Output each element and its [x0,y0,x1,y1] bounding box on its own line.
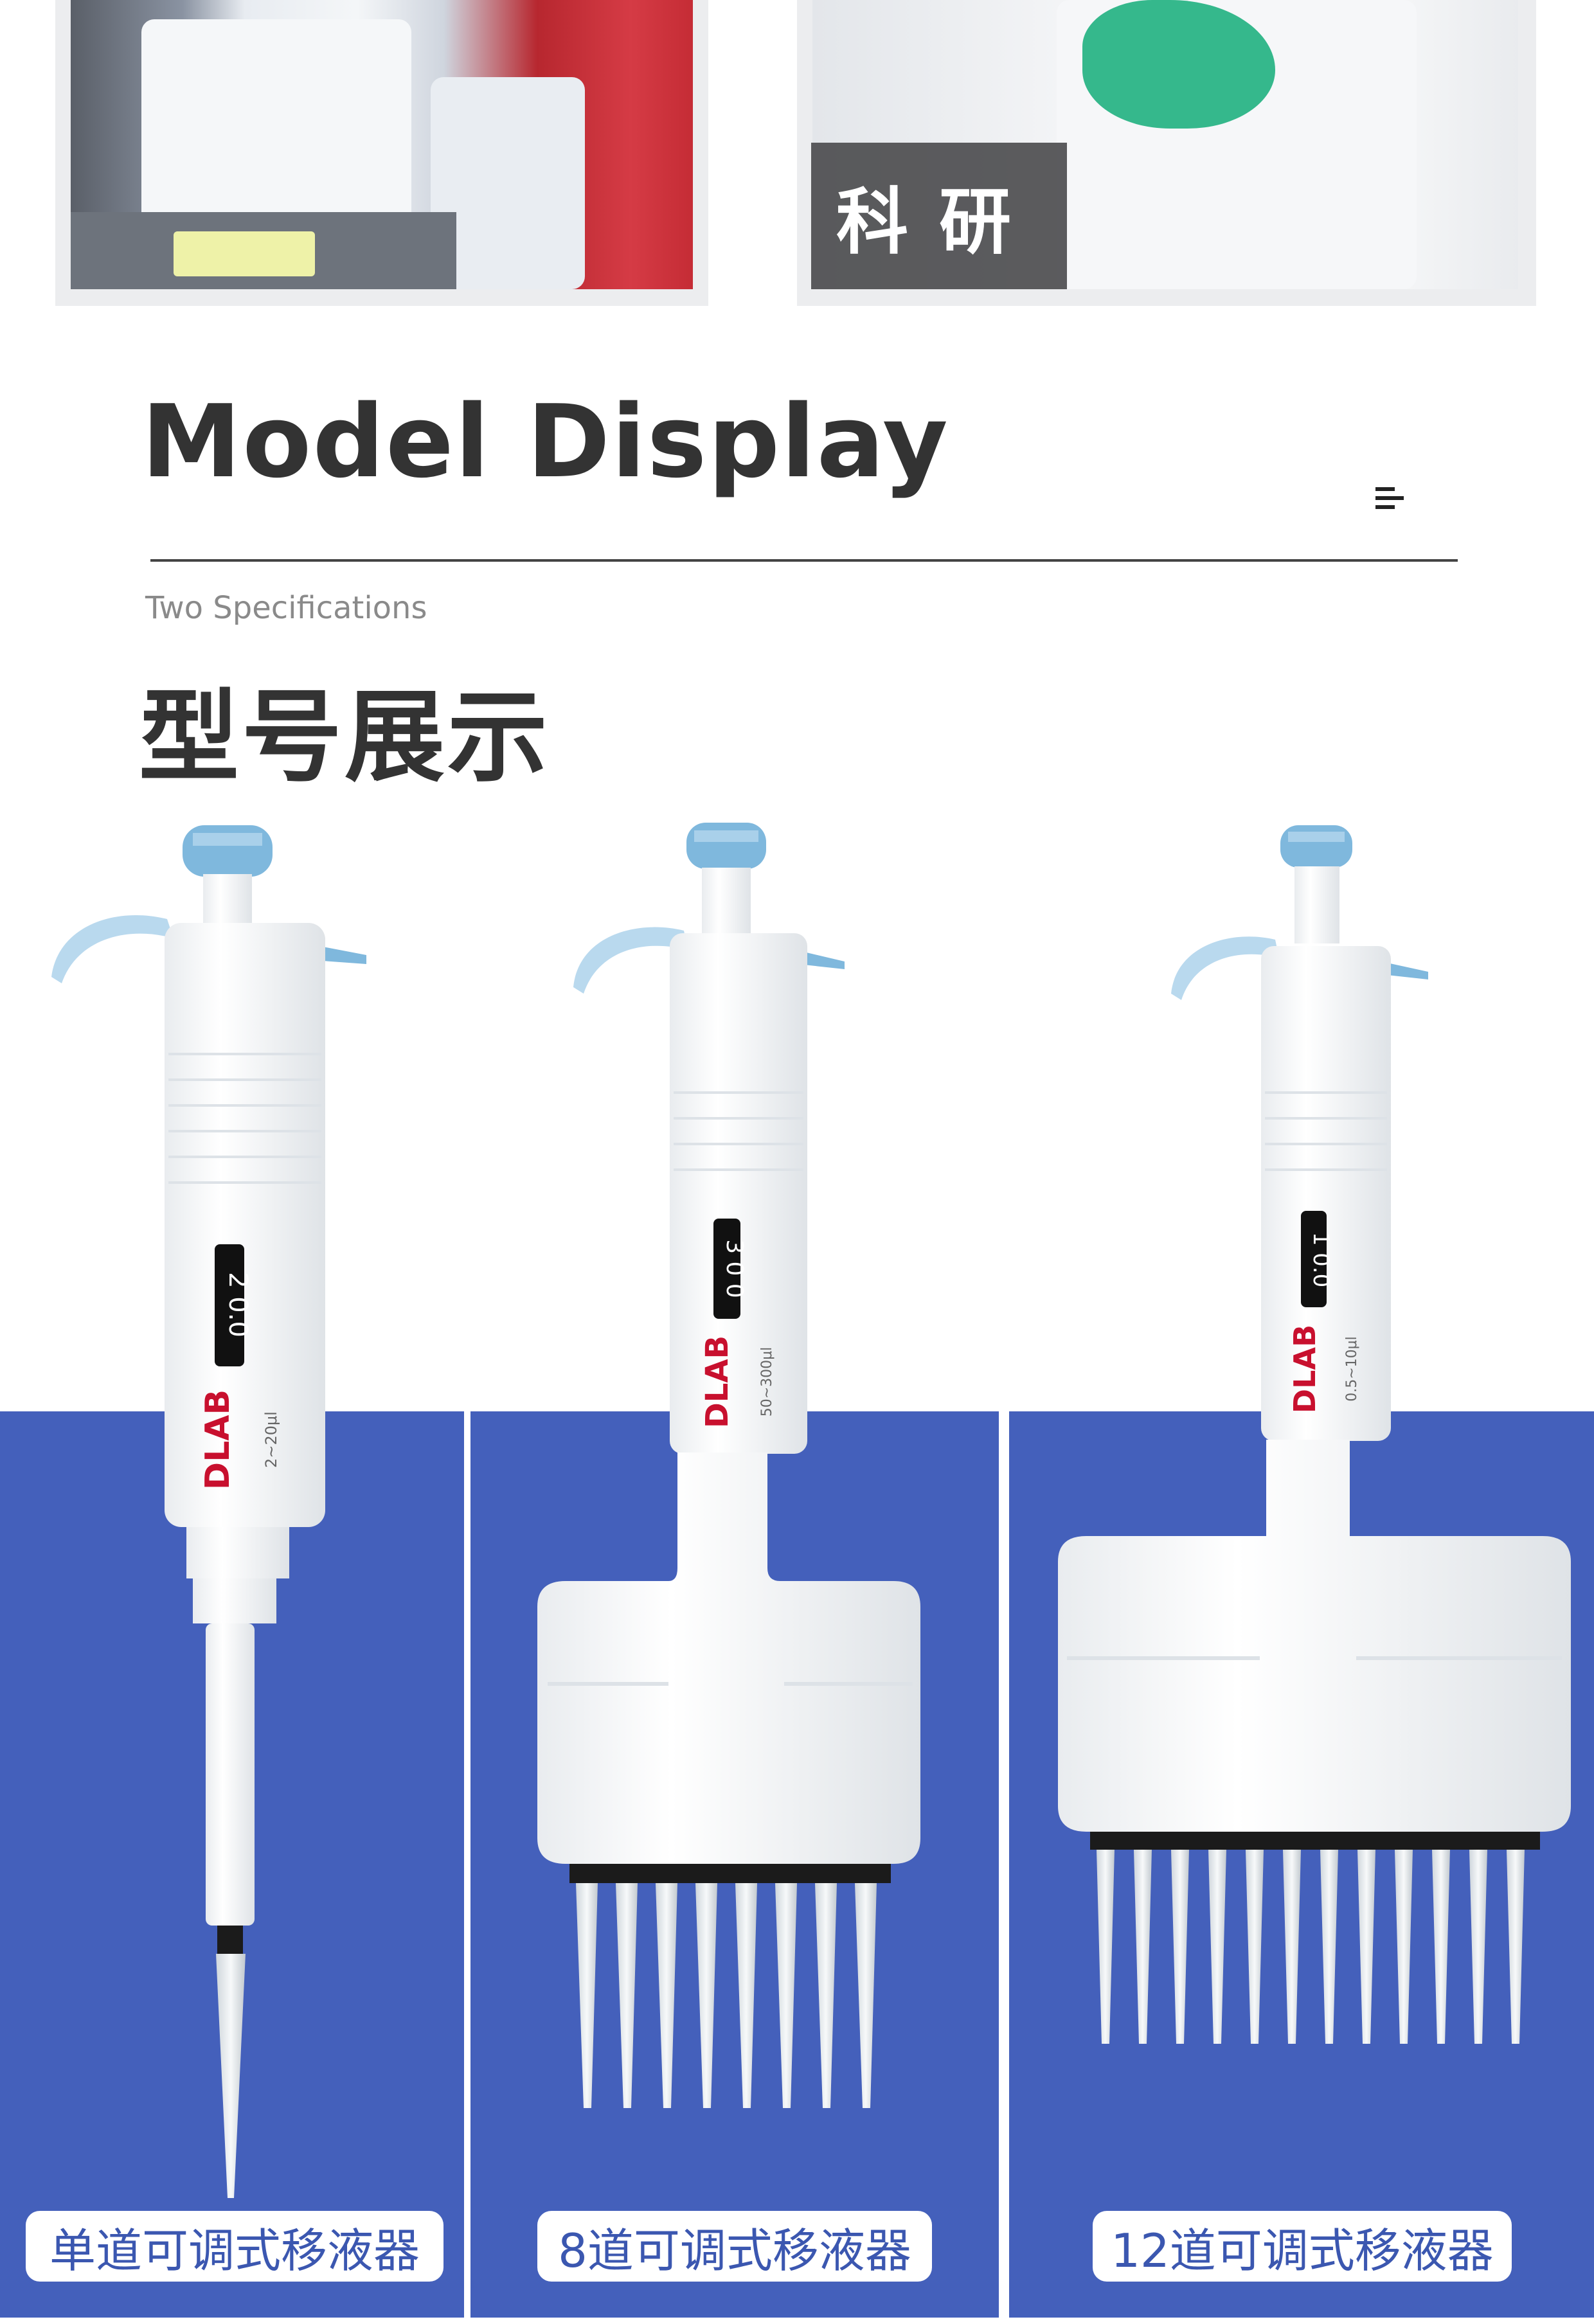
research-tag: 科研 [811,143,1067,289]
pipette-8ch-display: 3 0 0 [721,1239,748,1298]
menu-icon[interactable] [1375,487,1404,510]
pipette-8-channel: 3 0 0 DLAB 50~300μl [537,823,920,2108]
research-tag-label: 科研 [836,181,1042,264]
pipette-single-display: 2 0.0 [223,1272,253,1337]
pipette-single-range: 2~20μl [262,1411,280,1468]
pipette-12ch-brand: DLAB [1287,1325,1322,1413]
pipette-8ch-range: 50~300μl [759,1347,775,1417]
section-title-cn: 型号展示 [139,679,550,796]
caption-single-channel: 单道可调式移液器 [26,2211,443,2282]
pipette-12-channel: 1 0.0 DLAB 0.5~10μl [1058,825,1571,2044]
section-subtitle-en: Two Specifications [145,590,427,626]
pipette-single-brand: DLAB [199,1390,237,1490]
section-title-en: Model Display [141,383,949,500]
section-divider [150,559,1458,562]
pipette-single-channel: 2 0.0 DLAB 2~20μl [51,825,366,2198]
pipette-8ch-brand: DLAB [699,1336,735,1428]
caption-12-channel: 12道可调式移液器 [1093,2211,1512,2282]
caption-8-channel: 8道可调式移液器 [537,2211,932,2282]
pipette-12ch-display: 1 0.0 [1308,1232,1334,1288]
pipette-12ch-range: 0.5~10μl [1344,1336,1360,1402]
lab-photo-students [71,0,693,289]
